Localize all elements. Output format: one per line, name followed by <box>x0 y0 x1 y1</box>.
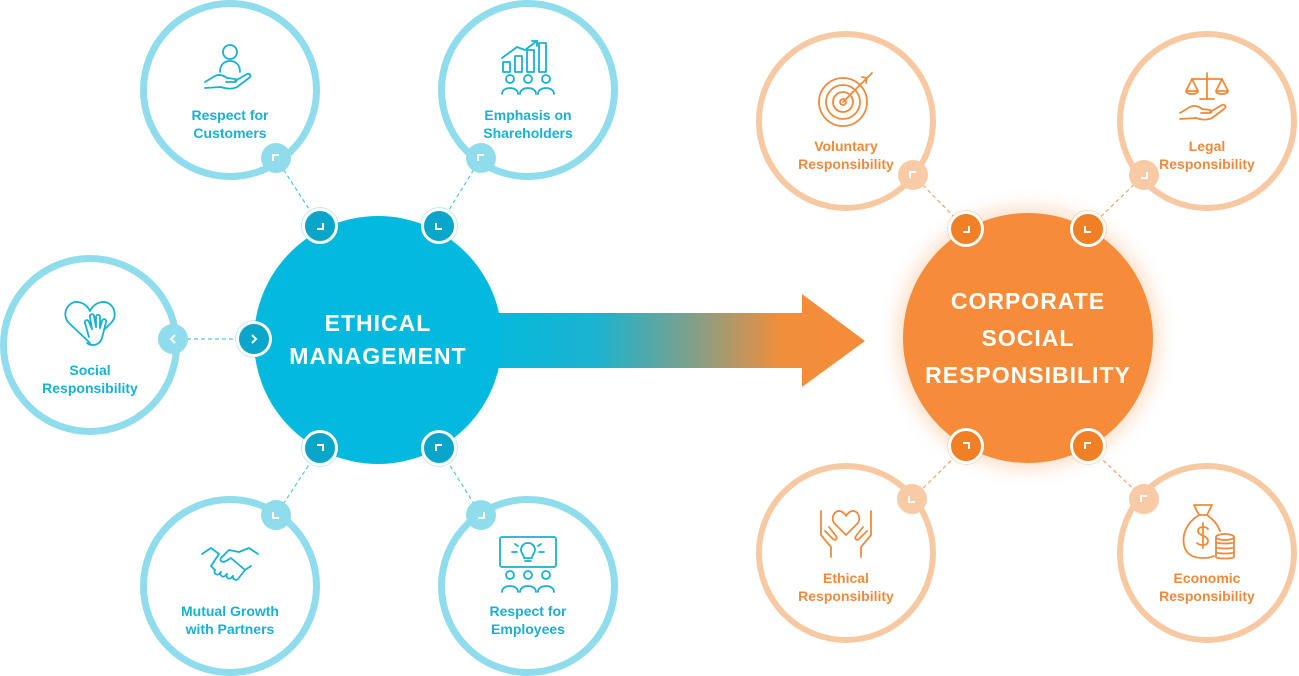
item-label: Employees <box>491 621 565 637</box>
idea-team-icon <box>499 536 557 593</box>
handshake-icon <box>201 547 259 581</box>
respect-customers-circle: Respect for Customers <box>140 0 320 180</box>
item-label: Customers <box>193 125 267 141</box>
connector-node <box>897 484 927 514</box>
item-label: Economic <box>1173 570 1241 586</box>
connector-node <box>302 208 338 244</box>
connector-node <box>898 160 928 190</box>
respect-employees-circle: Respect for Employees <box>438 496 618 676</box>
item-label: Responsibility <box>42 380 138 396</box>
growth-chart-people-icon <box>501 40 555 95</box>
emphasis-shareholders-circle: Emphasis on Shareholders <box>438 0 618 180</box>
hub-title-line: MANAGEMENT <box>289 343 467 369</box>
corner-icon <box>909 171 916 178</box>
money-bag-icon <box>1182 504 1235 560</box>
connector-node <box>1129 484 1159 514</box>
item-label: Respect for <box>191 107 269 123</box>
connector-node <box>261 500 291 530</box>
corner-icon <box>317 444 324 451</box>
connector-node <box>421 430 457 466</box>
item-label: Emphasis on <box>484 107 572 123</box>
ethical-management-hub: ETHICAL MANAGEMENT <box>254 216 502 464</box>
item-label: Ethical <box>823 570 869 586</box>
corner-icon <box>272 512 279 519</box>
heart-hands-icon <box>820 510 872 558</box>
connector-node <box>948 428 984 464</box>
connector-node <box>261 143 291 173</box>
corner-icon <box>478 512 485 519</box>
connector-node <box>421 208 457 244</box>
corner-icon <box>317 223 324 230</box>
item-label: Responsibility <box>1159 156 1255 172</box>
item-label: Mutual Growth <box>181 603 279 619</box>
hub-title-line: ETHICAL <box>324 310 432 336</box>
item-label: with Partners <box>185 621 275 637</box>
corner-icon <box>908 496 915 503</box>
hub-title-line: SOCIAL <box>981 324 1075 351</box>
corner-icon <box>1141 172 1148 179</box>
corner-icon <box>477 154 484 161</box>
ethical-responsibility-circle: Ethical Responsibility <box>756 463 936 643</box>
connector-node <box>1070 428 1106 464</box>
item-label: Shareholders <box>483 125 573 141</box>
connector-node <box>158 324 188 354</box>
transition-arrow <box>480 294 865 387</box>
connector-node <box>236 321 272 357</box>
corner-icon <box>435 223 442 230</box>
scales-hand-icon <box>1179 72 1229 121</box>
connector-node <box>466 143 496 173</box>
chevron-left-icon <box>169 334 176 344</box>
corner-icon <box>1084 226 1091 233</box>
corner-icon <box>963 442 970 449</box>
hub-title-line: CORPORATE <box>950 287 1106 314</box>
corner-icon <box>1140 495 1147 502</box>
social-responsibility-circle: Social Responsibility <box>0 255 180 435</box>
mutual-growth-circle: Mutual Growth with Partners <box>140 496 320 676</box>
connector-node <box>466 500 496 530</box>
corner-icon <box>435 444 442 451</box>
item-label: Responsibility <box>798 156 894 172</box>
chevron-right-icon <box>251 334 258 344</box>
item-label: Responsibility <box>1159 588 1255 604</box>
csr-hub: CORPORATE SOCIAL RESPONSIBILITY <box>903 213 1153 463</box>
connector-node <box>948 211 984 247</box>
hub-title-line: RESPONSIBILITY <box>925 361 1131 388</box>
corner-icon <box>272 154 279 161</box>
corner-icon <box>1084 442 1091 449</box>
item-label: Voluntary <box>814 138 878 154</box>
item-label: Responsibility <box>798 588 894 604</box>
connector-node <box>1070 211 1106 247</box>
target-icon <box>818 72 873 127</box>
connector-node <box>302 430 338 466</box>
item-label: Legal <box>1188 138 1226 154</box>
corner-icon <box>963 226 970 233</box>
item-label: Respect for <box>489 603 567 619</box>
heart-hand-icon <box>64 301 116 346</box>
item-label: Social <box>69 362 111 378</box>
connector-node <box>1129 160 1159 190</box>
hand-person-icon <box>204 44 252 90</box>
